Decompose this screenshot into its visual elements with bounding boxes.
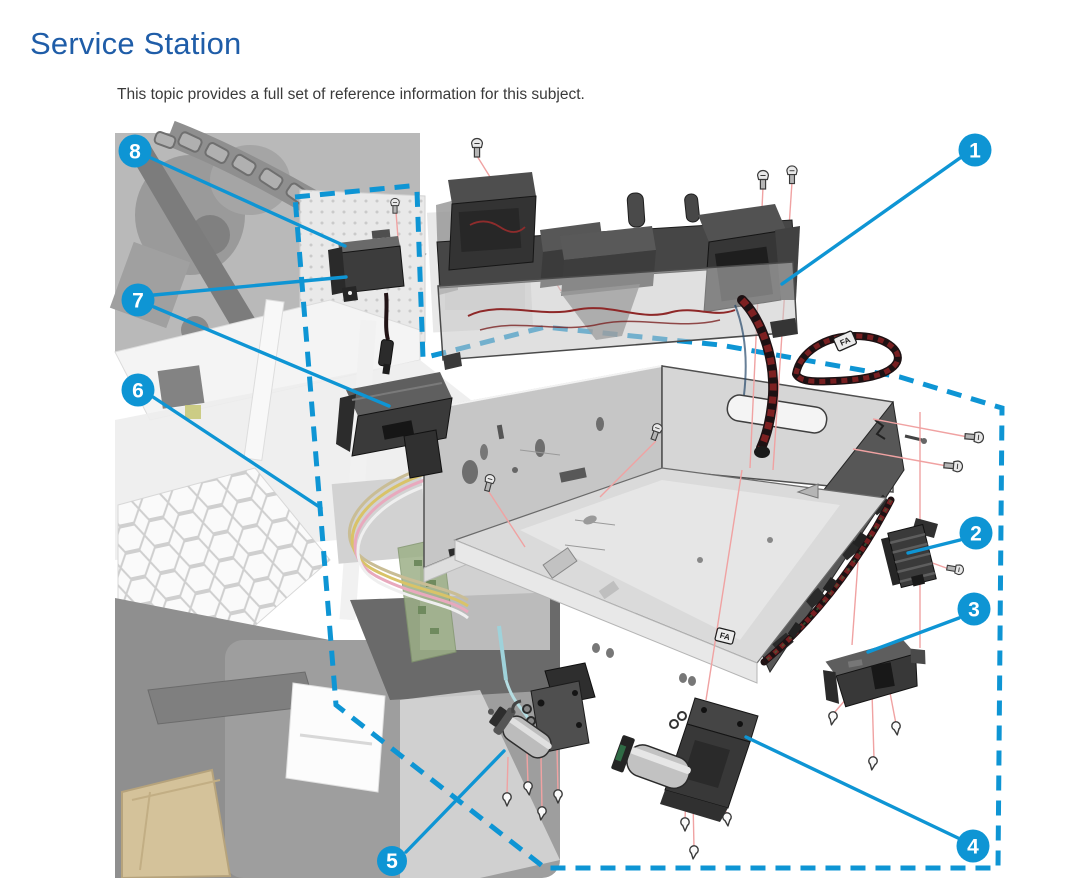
svg-text:8: 8 (129, 141, 141, 164)
sheet-metal-tray (423, 365, 927, 684)
svg-text:4: 4 (967, 836, 979, 859)
harness-tag-fa-1: FA (833, 330, 857, 352)
part-7-sensor-bracket (336, 372, 453, 479)
part-4-motor-assembly (611, 697, 759, 822)
callout-4: 4 (956, 829, 990, 863)
svg-text:1: 1 (969, 140, 981, 163)
faded-cardboard-box (121, 768, 232, 878)
faded-wire-bundle (348, 462, 469, 620)
page-title: Service Station (30, 26, 242, 61)
callout-leader-lines (149, 156, 962, 854)
callout-1: 1 (958, 133, 992, 167)
page-subtitle: This topic provides a full set of refere… (117, 86, 585, 103)
callout-5: 5 (377, 846, 407, 876)
svg-text:2: 2 (970, 523, 982, 546)
part-8-sensor-bracket (328, 229, 405, 375)
svg-text:FA: FA (839, 335, 852, 347)
harness-tag-fa-2: FA (714, 627, 736, 645)
callout-3: 3 (957, 592, 991, 626)
callout-6: 6 (121, 373, 155, 407)
detail-region-dashed-outline (292, 183, 1005, 871)
svg-text:FA: FA (719, 631, 731, 642)
callout-2: 2 (959, 516, 993, 550)
svg-text:6: 6 (132, 380, 144, 403)
part-3-bracket (822, 639, 926, 708)
svg-text:3: 3 (968, 599, 980, 622)
part-2-connector (880, 518, 938, 589)
part-1-service-station-assembly (436, 172, 800, 370)
cable-harness (734, 295, 902, 666)
callout-8: 8 (118, 134, 152, 168)
svg-text:7: 7 (132, 290, 144, 313)
callout-7: 7 (121, 283, 155, 317)
part-5-pump-assembly (487, 662, 596, 759)
faded-feet (592, 643, 696, 686)
svg-text:5: 5 (386, 850, 398, 873)
